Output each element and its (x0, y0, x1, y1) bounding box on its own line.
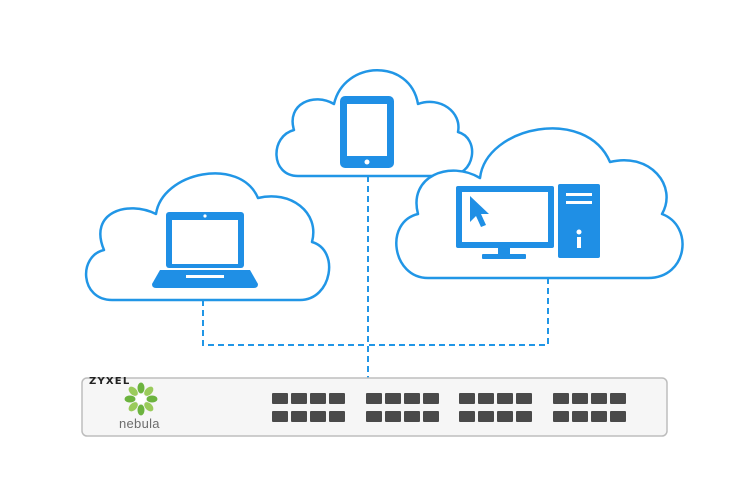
switch-port (366, 411, 382, 422)
switch-port (516, 393, 532, 404)
switch-port (459, 411, 475, 422)
switch-port (404, 411, 420, 422)
switch-port (553, 411, 569, 422)
nebula-logo-icon (124, 382, 158, 416)
laptop-icon (152, 212, 258, 288)
switch-port (423, 411, 439, 422)
switch-port (497, 393, 513, 404)
switch-port (329, 411, 345, 422)
switch-port (459, 393, 475, 404)
switch-port (329, 393, 345, 404)
switch-port (423, 393, 439, 404)
desktop-computer-icon (456, 184, 600, 259)
switch-port (478, 393, 494, 404)
switch-port (310, 393, 326, 404)
switch-port (310, 411, 326, 422)
switch-port (591, 393, 607, 404)
switch-port (272, 393, 288, 404)
switch-port (404, 393, 420, 404)
brand-logo: ZYXEL (89, 376, 131, 387)
switch-port (385, 411, 401, 422)
switch-port (553, 393, 569, 404)
tablet-icon (340, 96, 394, 168)
product-name: nebula (119, 416, 160, 431)
desktop-link (368, 278, 549, 346)
switch-port (497, 411, 513, 422)
switch-port (516, 411, 532, 422)
laptop-link (202, 300, 368, 346)
switch-port (291, 411, 307, 422)
switch-port (572, 411, 588, 422)
switch-port (591, 411, 607, 422)
switch-port (272, 411, 288, 422)
switch-port (478, 411, 494, 422)
switch-port (610, 411, 626, 422)
cursor-icon (470, 196, 489, 227)
switch-port (366, 393, 382, 404)
switch-port (610, 393, 626, 404)
switch-ports (272, 393, 626, 422)
switch-body (81, 377, 668, 437)
switch-port (385, 393, 401, 404)
connection-lines (202, 176, 549, 378)
switch-port (291, 393, 307, 404)
switch-port (572, 393, 588, 404)
